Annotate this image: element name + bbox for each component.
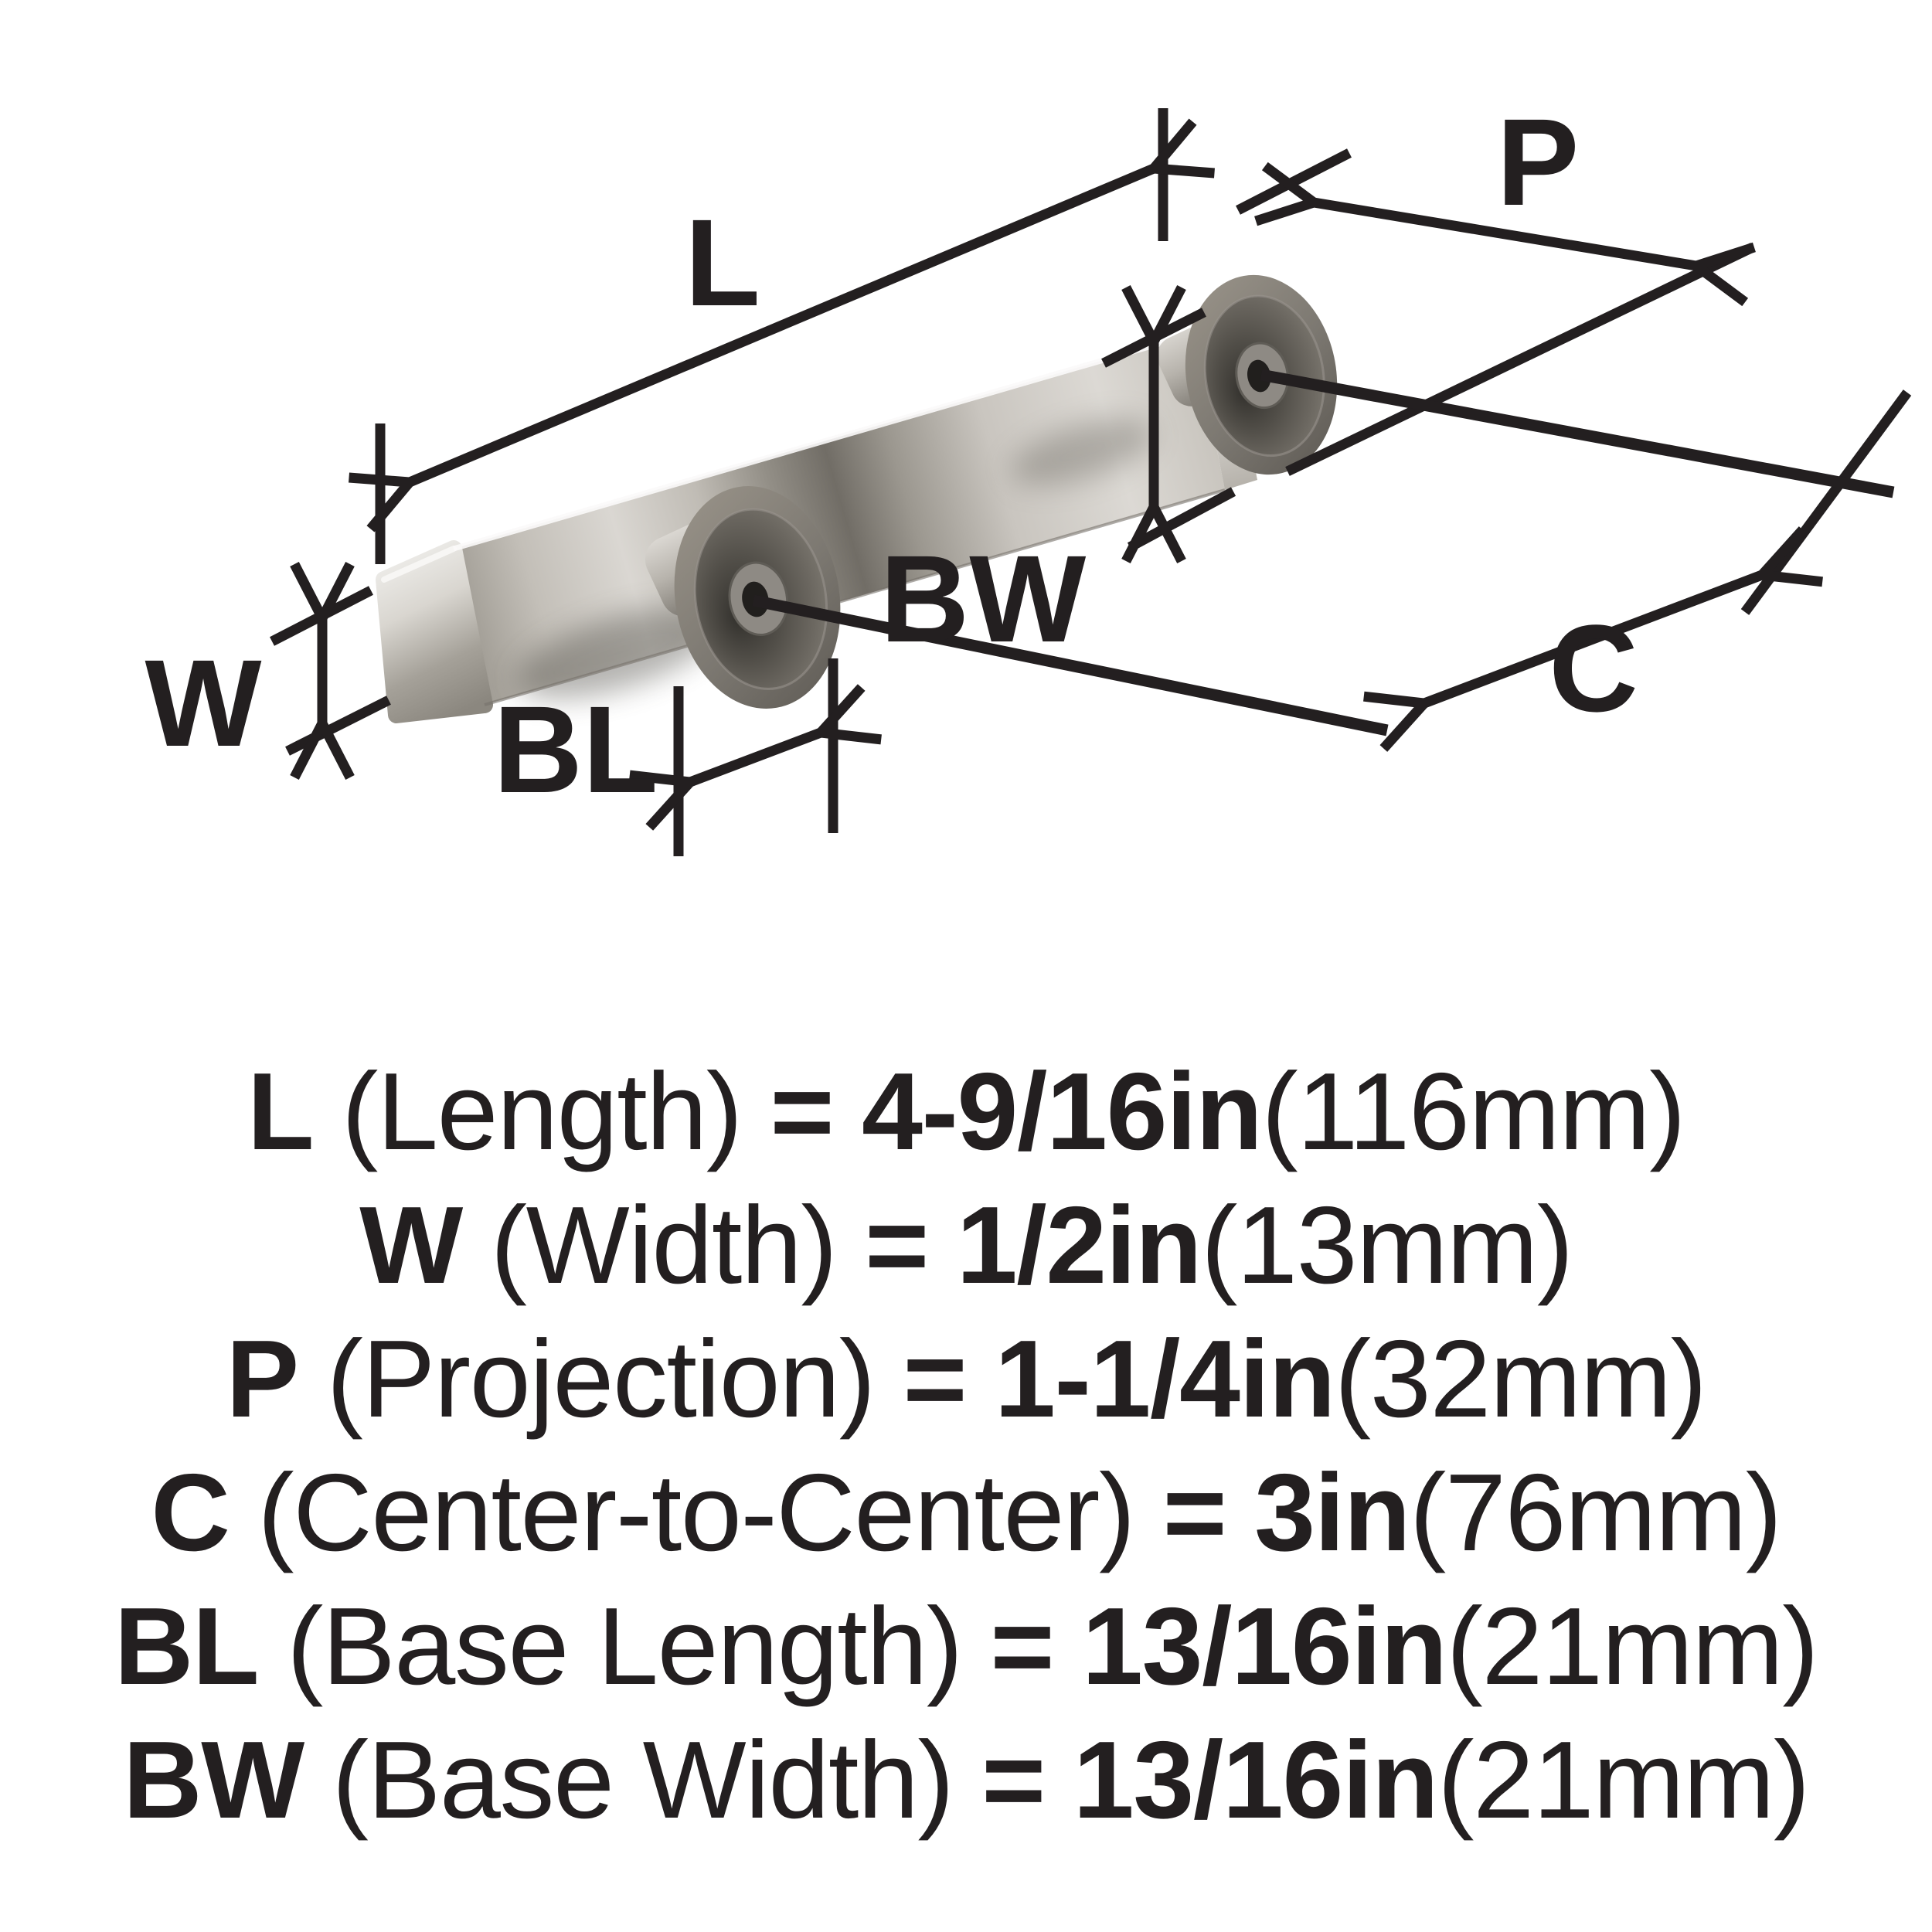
dim-C-leader-right-post bbox=[1260, 369, 1895, 498]
bar-reflection-smudge bbox=[518, 607, 719, 699]
dim-L-arrow bbox=[410, 168, 1154, 482]
spec-metric: (21mm) bbox=[1437, 1719, 1810, 1842]
dimension-BL bbox=[679, 658, 833, 856]
label-BL: BL bbox=[493, 680, 658, 818]
label-W: W bbox=[145, 634, 261, 772]
spec-metric: (116mm) bbox=[1261, 1050, 1685, 1173]
spec-metric: (76mm) bbox=[1410, 1451, 1782, 1574]
spec-line-base-width: BW(Base Width)=13/16in(21mm) bbox=[0, 1713, 1932, 1847]
spec-equals: = bbox=[990, 1585, 1055, 1708]
dim-C-leader-front-post bbox=[752, 594, 1389, 736]
spec-label: (Center-to-Center) bbox=[257, 1451, 1135, 1574]
dimension-W bbox=[270, 590, 391, 756]
dimension-L bbox=[380, 108, 1163, 564]
spec-code: BW bbox=[123, 1719, 304, 1842]
spec-equals: = bbox=[865, 1184, 929, 1307]
dim-W-tick-bottom bbox=[285, 696, 391, 756]
spec-label: (Projection) bbox=[326, 1318, 876, 1440]
dim-BL-arrow bbox=[690, 733, 821, 782]
spec-line-projection: P(Projection)=1-1/4in(32mm) bbox=[0, 1312, 1932, 1446]
spec-value: 13/16in bbox=[1073, 1719, 1439, 1842]
spec-value: 4-9/16in bbox=[862, 1050, 1263, 1173]
right-post-screw-hole bbox=[1247, 359, 1271, 393]
dimension-BW bbox=[1101, 312, 1236, 547]
spec-metric: (13mm) bbox=[1201, 1184, 1573, 1307]
dim-P-arrow bbox=[1314, 202, 1696, 266]
spec-code: C bbox=[151, 1451, 230, 1574]
dimension-P bbox=[1236, 148, 1755, 476]
spec-label: (Base Length) bbox=[287, 1585, 963, 1708]
dim-P-tick-right bbox=[1285, 243, 1755, 476]
handle-render bbox=[376, 274, 1338, 723]
spec-label: (Width) bbox=[490, 1184, 838, 1307]
spec-code: BL bbox=[114, 1585, 260, 1708]
spec-metric: (21mm) bbox=[1446, 1585, 1819, 1708]
spec-value: 13/16in bbox=[1082, 1585, 1447, 1708]
spec-value: 1-1/4in bbox=[995, 1318, 1335, 1440]
spec-metric: (32mm) bbox=[1334, 1318, 1707, 1440]
spec-line-width: W(Width)=1/2in(13mm) bbox=[0, 1179, 1932, 1312]
dimension-spec-list: L(Length)=4-9/16in(116mm) W(Width)=1/2in… bbox=[0, 1045, 1932, 1847]
spec-value: 1/2in bbox=[956, 1184, 1202, 1307]
spec-value: 3in bbox=[1254, 1451, 1410, 1574]
label-C: C bbox=[1549, 599, 1638, 737]
dim-C-arrow bbox=[1424, 575, 1762, 703]
spec-equals: = bbox=[981, 1719, 1046, 1842]
dimension-annotations bbox=[270, 108, 1912, 856]
label-BW: BW bbox=[880, 529, 1087, 668]
spec-label: (Length) bbox=[342, 1050, 743, 1173]
spec-equals: = bbox=[1162, 1451, 1227, 1574]
spec-line-base-length: BL(Base Length)=13/16in(21mm) bbox=[0, 1580, 1932, 1713]
bar-left-end-highlight bbox=[381, 546, 457, 583]
spec-line-length: L(Length)=4-9/16in(116mm) bbox=[0, 1045, 1932, 1179]
spec-code: P bbox=[226, 1318, 299, 1440]
dim-C-tick-right bbox=[1740, 389, 1912, 615]
spec-code: W bbox=[359, 1184, 463, 1307]
label-P: P bbox=[1497, 93, 1580, 231]
spec-code: L bbox=[247, 1050, 315, 1173]
spec-label: (Base Width) bbox=[332, 1719, 954, 1842]
spec-line-center-to-center: C(Center-to-Center)=3in(76mm) bbox=[0, 1446, 1932, 1580]
spec-equals: = bbox=[903, 1318, 968, 1440]
spec-equals: = bbox=[770, 1050, 835, 1173]
dimension-C bbox=[752, 369, 1912, 736]
label-L: L bbox=[685, 193, 760, 332]
